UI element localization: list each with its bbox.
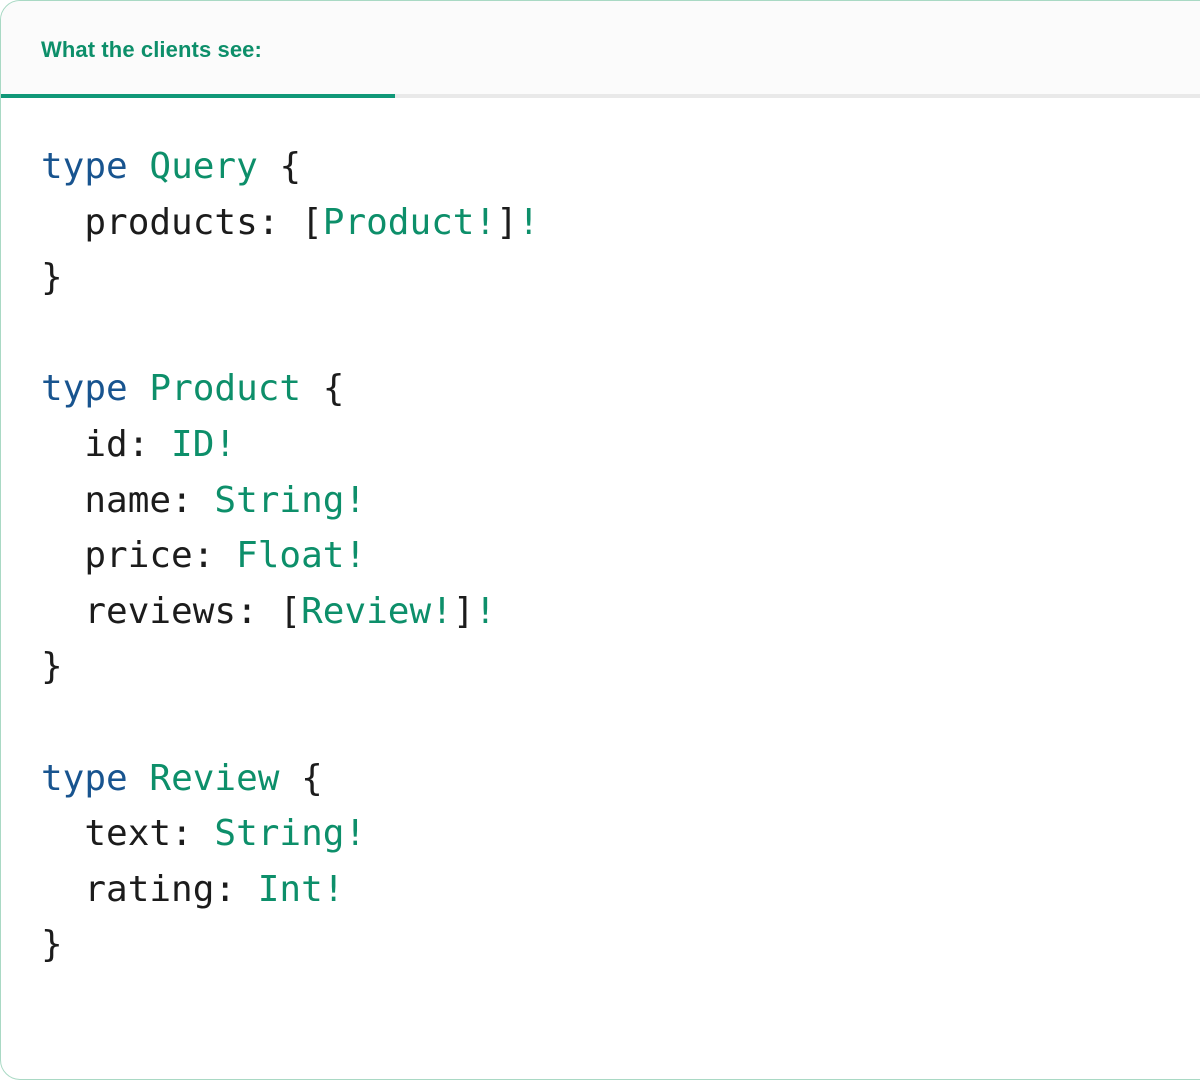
code-token: Product: [149, 368, 302, 410]
code-line: type Product {: [41, 361, 1200, 417]
code-token: Query: [149, 146, 258, 187]
code-line: [41, 306, 1200, 362]
code-token: name:: [41, 479, 215, 521]
tab-what-the-clients-see[interactable]: What the clients see:: [1, 1, 395, 98]
code-token: ]: [452, 590, 475, 632]
code-line: }: [41, 250, 1200, 306]
code-token: String!: [214, 813, 367, 855]
code-line: id: ID!: [41, 417, 1200, 473]
code-line: }: [41, 917, 1200, 973]
code-token: [128, 368, 150, 409]
graphql-schema-code[interactable]: type Query { products: [Product!]!} type…: [1, 98, 1200, 973]
tab-strip-divider: [1, 94, 1200, 98]
code-token: Product!: [322, 201, 497, 243]
code-token: id:: [41, 423, 172, 465]
active-tab-underline: [1, 94, 395, 98]
code-token: type: [41, 368, 128, 410]
tab-label: What the clients see:: [41, 36, 262, 62]
code-token: {: [301, 368, 345, 410]
code-token: Review!: [301, 590, 453, 632]
code-area: type Query { products: [Product!]!} type…: [1, 98, 1200, 973]
code-token: [128, 758, 150, 799]
code-token: !: [517, 201, 540, 243]
code-line: price: Float!: [41, 528, 1200, 584]
code-token: ]: [496, 201, 518, 243]
code-token: type: [41, 757, 128, 799]
code-token: Float!: [236, 535, 367, 577]
code-line: }: [41, 639, 1200, 695]
code-line: text: String!: [41, 806, 1200, 862]
code-token: products: [: [41, 201, 323, 243]
code-token: }: [41, 646, 63, 688]
code-token: Int!: [257, 868, 345, 910]
code-token: type: [41, 146, 128, 187]
code-line: reviews: [Review!]!: [41, 584, 1200, 640]
code-token: Review: [149, 757, 280, 799]
code-token: String!: [214, 479, 367, 521]
code-token: reviews: [: [41, 590, 302, 632]
code-token: ID!: [171, 423, 237, 465]
code-token: text:: [41, 813, 215, 855]
code-line: type Query {: [41, 139, 1200, 195]
code-token: }: [41, 924, 63, 966]
code-token: [128, 146, 150, 187]
code-token: }: [41, 257, 63, 299]
code-line: name: String!: [41, 473, 1200, 529]
code-token: {: [279, 757, 323, 799]
code-token: rating:: [41, 868, 258, 910]
code-line: type Review {: [41, 751, 1200, 807]
tab-strip: What the clients see:: [1, 1, 1200, 98]
code-line: rating: Int!: [41, 862, 1200, 918]
code-token: {: [257, 146, 302, 187]
code-token: price:: [41, 535, 237, 577]
code-line: [41, 695, 1200, 751]
code-line: products: [Product!]!: [41, 195, 1200, 251]
code-token: !: [474, 590, 497, 632]
